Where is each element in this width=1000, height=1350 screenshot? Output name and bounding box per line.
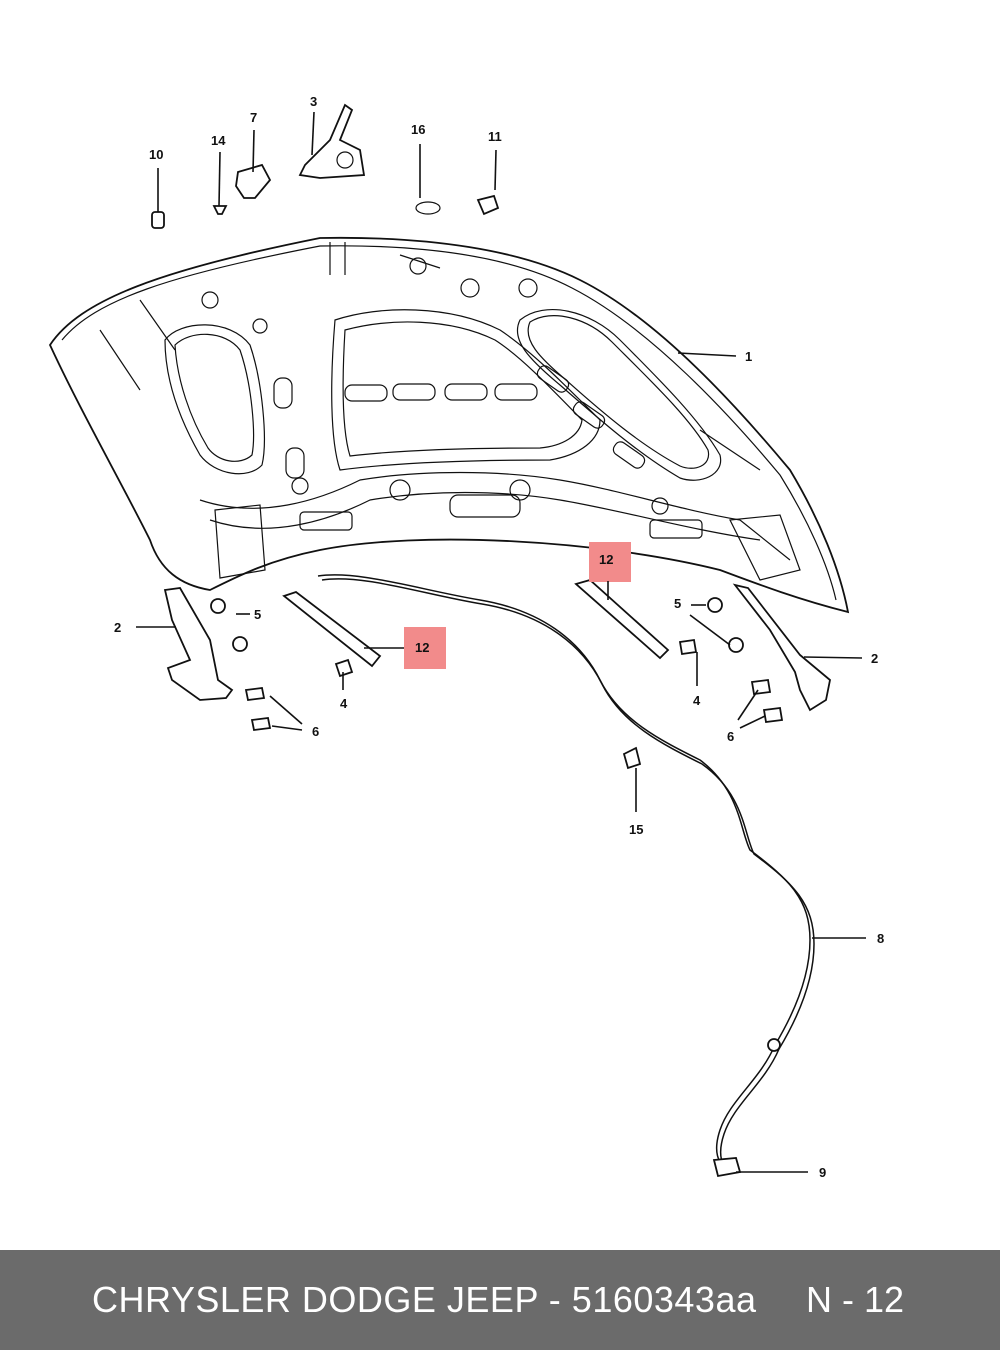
page-number: N - 12 bbox=[806, 1279, 905, 1320]
part-11-clip bbox=[476, 194, 500, 216]
callout-12-upper: 12 bbox=[599, 552, 613, 567]
callout-12-lower: 12 bbox=[415, 640, 429, 655]
hood-panel bbox=[48, 236, 850, 614]
part-6-right-bolts bbox=[750, 678, 784, 724]
part-6-left-bolts bbox=[244, 687, 272, 731]
leader-lines bbox=[136, 111, 866, 1173]
callout-2-right: 2 bbox=[871, 651, 878, 666]
part-2-left-hinge bbox=[163, 587, 234, 701]
callout-6-right: 6 bbox=[727, 729, 734, 744]
part-16-ring bbox=[415, 201, 441, 215]
part-3-latch bbox=[298, 103, 366, 179]
callout-5-left: 5 bbox=[254, 607, 261, 622]
highlight-12-lower bbox=[404, 627, 446, 669]
callout-16: 16 bbox=[411, 122, 425, 137]
part-5-right-nuts bbox=[707, 597, 744, 653]
part-7-bracket bbox=[235, 163, 272, 199]
callout-4-left: 4 bbox=[340, 696, 348, 711]
highlight-12-upper bbox=[589, 542, 631, 582]
callout-10: 10 bbox=[149, 147, 163, 162]
part-5-left-nuts bbox=[210, 598, 248, 652]
callout-9: 9 bbox=[819, 1165, 826, 1180]
callout-2-left: 2 bbox=[114, 620, 121, 635]
part-4-right-stud bbox=[678, 638, 698, 656]
footer-bar: CHRYSLER DODGE JEEP - 5160343aa N - 12 bbox=[0, 1250, 1000, 1350]
callout-3: 3 bbox=[310, 94, 317, 109]
part-14-clip bbox=[212, 205, 228, 215]
callout-1: 1 bbox=[745, 349, 752, 364]
callout-8: 8 bbox=[877, 931, 884, 946]
part-9-release-handle bbox=[712, 1157, 742, 1178]
part-10-bumper bbox=[151, 211, 165, 229]
callout-11: 11 bbox=[488, 129, 502, 144]
callout-15: 15 bbox=[629, 822, 643, 837]
part-12-right-strut bbox=[574, 578, 670, 660]
callout-7: 7 bbox=[250, 110, 257, 125]
callout-5-right: 5 bbox=[674, 596, 681, 611]
part-2-right-hinge bbox=[732, 583, 831, 712]
part-12-left-strut bbox=[282, 590, 382, 668]
part-8-release-cable bbox=[317, 574, 815, 1167]
hood-parts-diagram: 1 2 2 3 4 4 5 5 6 6 7 8 9 10 11 12 12 14… bbox=[48, 94, 884, 1180]
callout-6-left: 6 bbox=[312, 724, 319, 739]
part-15-clip bbox=[622, 746, 642, 770]
callout-4-right: 4 bbox=[693, 693, 701, 708]
part-4-left-stud bbox=[334, 658, 354, 678]
part-number-title: CHRYSLER DODGE JEEP - 5160343aa bbox=[92, 1279, 757, 1320]
callout-14: 14 bbox=[211, 133, 226, 148]
